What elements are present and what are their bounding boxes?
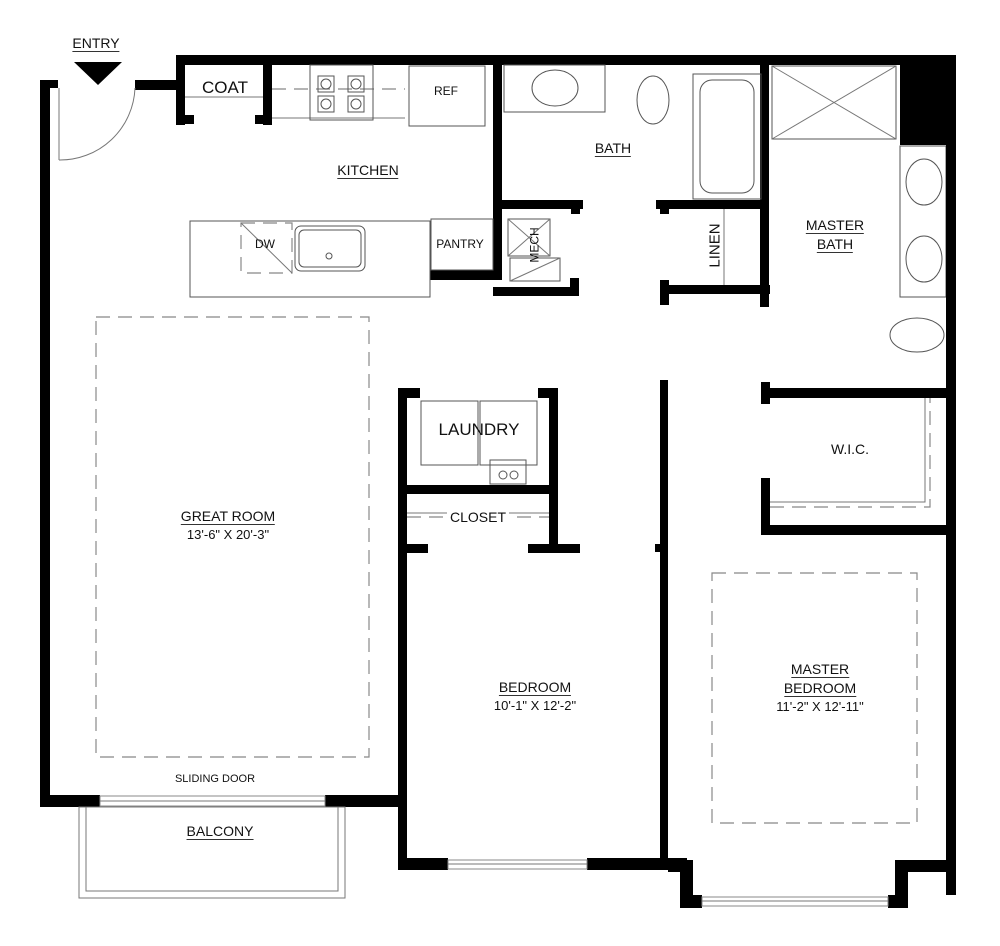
stove-icon xyxy=(309,64,374,121)
walls xyxy=(40,55,956,908)
coat-closet-label: COAT xyxy=(202,78,248,97)
kitchen-fixtures xyxy=(185,64,494,298)
shower-icon xyxy=(771,65,897,140)
balcony-label: BALCONY xyxy=(186,823,254,840)
wic-shelving xyxy=(770,398,931,508)
bath-vanity xyxy=(503,64,606,113)
water-heater-icon xyxy=(507,218,551,257)
kitchen-label: KITCHEN xyxy=(337,162,399,179)
sliding-door-label: SLIDING DOOR xyxy=(174,773,256,785)
master-toilet-icon xyxy=(889,317,945,353)
dishwasher-label: DW xyxy=(255,237,275,251)
balcony-railing xyxy=(78,806,346,899)
master-bath-fixtures xyxy=(771,60,956,390)
master-bedroom-furniture-zone xyxy=(711,572,918,824)
wic-label: W.I.C. xyxy=(830,441,870,457)
great-room-furniture-zone xyxy=(95,316,370,758)
bathtub-icon xyxy=(692,73,762,200)
master-sink-icon xyxy=(905,158,943,206)
master-sink-icon xyxy=(905,235,943,283)
bath-toilet-icon xyxy=(636,75,670,125)
bath-label: BATH xyxy=(594,140,632,157)
kitchen-island xyxy=(189,220,431,298)
entry-arrow-icon xyxy=(74,62,122,85)
bedroom-label: BEDROOM 10'-1" X 12'-2" xyxy=(493,679,577,713)
bath-fixtures xyxy=(503,64,762,285)
laundry-fixtures xyxy=(407,400,549,518)
pantry-label: PANTRY xyxy=(436,237,484,251)
master-bath-label: MASTER BATH xyxy=(805,217,865,253)
windows xyxy=(99,795,889,907)
laundry-label: LAUNDRY xyxy=(438,420,520,439)
entry-label: ENTRY xyxy=(72,35,120,52)
washer-icon xyxy=(420,400,479,466)
bath-sink-icon xyxy=(531,69,579,107)
dryer-icon xyxy=(479,400,538,466)
ref-label: REF xyxy=(434,84,458,98)
dishwasher-icon xyxy=(240,222,293,274)
entry-door xyxy=(58,62,136,161)
master-bedroom-label: MASTER BEDROOM 11'-2" X 12'-11" xyxy=(776,661,864,714)
mech-label: MECH xyxy=(527,227,542,263)
pantry-shelf xyxy=(430,218,494,271)
linen-label: LINEN xyxy=(706,223,724,268)
great-room-label: GREAT ROOM 13'-6" X 20'-3" xyxy=(180,508,276,542)
refrigerator-icon xyxy=(408,65,486,127)
closet-label: CLOSET xyxy=(446,510,510,524)
sink-icon xyxy=(294,225,366,272)
